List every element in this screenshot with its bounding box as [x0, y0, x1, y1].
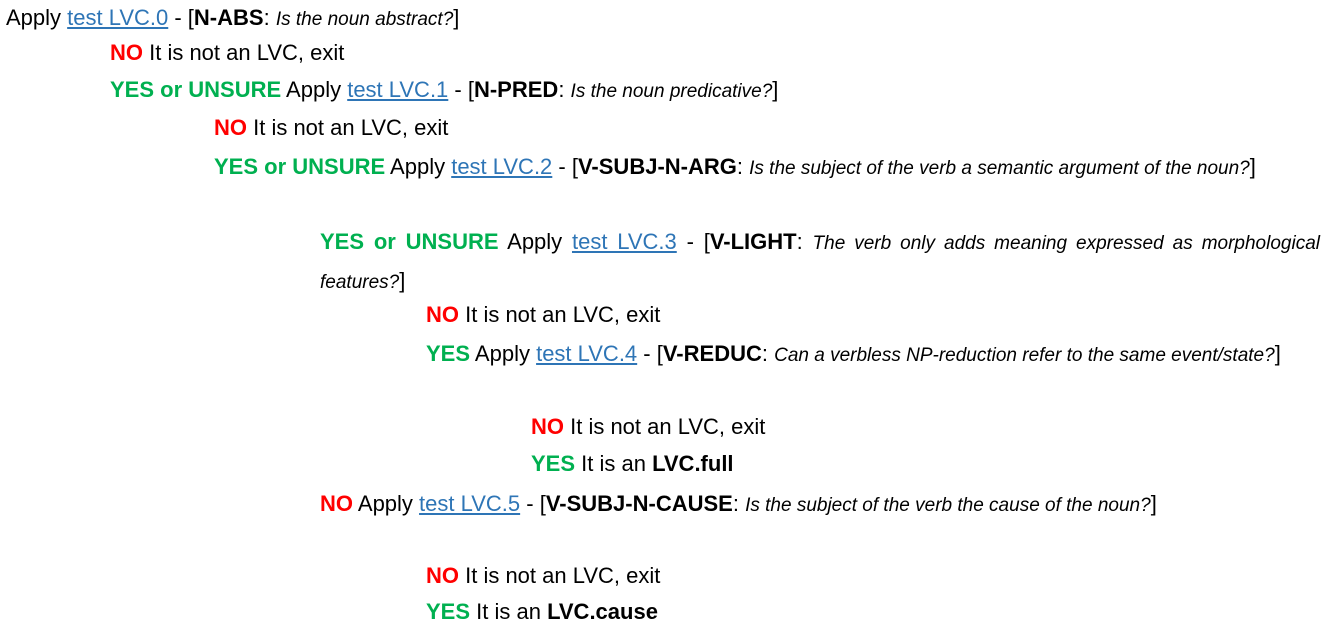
text: :: [558, 77, 571, 102]
yes-label: YES: [426, 341, 471, 366]
text: ]: [399, 268, 406, 293]
bold-term: V-SUBJ-N-CAUSE: [545, 491, 733, 516]
lvc1-yes-branch-test-lvc2: YES or UNSURE Apply test LVC.2 - [V-SUBJ…: [214, 148, 1320, 187]
text: Apply: [498, 229, 572, 254]
yes-label: YES or UNSURE: [110, 77, 282, 102]
text: Apply: [385, 154, 452, 179]
test-link[interactable]: test LVC.5: [419, 491, 521, 516]
text: It is not an LVC, exit: [459, 302, 661, 327]
text: Apply: [353, 491, 420, 516]
text: It is not an LVC, exit: [564, 414, 766, 439]
text: - [: [448, 77, 474, 102]
yes-label: YES or UNSURE: [214, 154, 386, 179]
test-question: Is the subject of the verb a semantic ar…: [749, 158, 1250, 179]
no-label: NO: [426, 302, 459, 327]
text: - [: [676, 229, 710, 254]
text: - [: [552, 154, 578, 179]
step-test-lvc0: Apply test LVC.0 - [N-ABS: Is the noun a…: [6, 3, 459, 35]
lvc4-no-branch: NO It is not an LVC, exit: [531, 412, 765, 442]
test-question: Is the subject of the verb the cause of …: [745, 495, 1151, 516]
text: - [: [637, 341, 663, 366]
lvc5-yes-result-lvc-cause: YES It is an LVC.cause: [426, 597, 658, 627]
test-question: Is the noun abstract?: [275, 9, 454, 30]
text: :: [732, 491, 746, 516]
text: ]: [1249, 154, 1256, 179]
text: ]: [1274, 341, 1281, 366]
bold-term: N-ABS: [193, 5, 264, 30]
yes-label: YES: [531, 451, 576, 476]
test-link[interactable]: test LVC.4: [536, 341, 638, 366]
text: It is not an LVC, exit: [247, 115, 449, 140]
text: Apply: [6, 5, 68, 30]
lvc2-no-branch-test-lvc5: NO Apply test LVC.5 - [V-SUBJ-N-CAUSE: I…: [320, 485, 1320, 524]
no-label: NO: [426, 563, 459, 588]
lvc0-no-branch: NO It is not an LVC, exit: [110, 38, 344, 68]
text: It is not an LVC, exit: [459, 563, 661, 588]
test-link[interactable]: test LVC.3: [571, 229, 677, 254]
lvc0-yes-branch-test-lvc1: YES or UNSURE Apply test LVC.1 - [N-PRED…: [110, 75, 778, 107]
text: :: [796, 229, 813, 254]
text: It is an: [470, 599, 548, 624]
lvc4-yes-result-lvc-full: YES It is an LVC.full: [531, 449, 734, 479]
text: ]: [453, 5, 460, 30]
text: - [: [520, 491, 546, 516]
text: It is not an LVC, exit: [143, 40, 345, 65]
bold-term: V-SUBJ-N-ARG: [577, 154, 737, 179]
test-question: Is the noun predicative?: [570, 81, 773, 102]
no-label: NO: [214, 115, 247, 140]
text: :: [761, 341, 775, 366]
test-question: Can a verbless NP-reduction refer to the…: [774, 345, 1275, 366]
text: ]: [1150, 491, 1157, 516]
lvc3-yes-branch-test-lvc4: YES Apply test LVC.4 - [V-REDUC: Can a v…: [426, 335, 1320, 374]
test-question: The verb only adds meaning expressed as …: [320, 233, 1320, 293]
text: ]: [772, 77, 779, 102]
test-link[interactable]: test LVC.2: [451, 154, 553, 179]
text: Apply: [470, 341, 537, 366]
lvc2-yes-branch-test-lvc3: YES or UNSURE Apply test LVC.3 - [V-LIGH…: [320, 223, 1320, 301]
bold-term: LVC.cause: [547, 599, 658, 624]
bold-term: V-REDUC: [662, 341, 762, 366]
no-label: NO: [110, 40, 143, 65]
test-link[interactable]: test LVC.0: [67, 5, 169, 30]
bold-term: N-PRED: [473, 77, 559, 102]
bold-term: V-LIGHT: [709, 229, 797, 254]
text: :: [736, 154, 750, 179]
lvc1-no-branch: NO It is not an LVC, exit: [214, 113, 448, 143]
text: It is an: [575, 451, 653, 476]
lvc3-no-branch: NO It is not an LVC, exit: [426, 300, 660, 330]
yes-label: YES: [426, 599, 471, 624]
text: :: [263, 5, 276, 30]
yes-label: YES or UNSURE: [320, 229, 499, 254]
test-link[interactable]: test LVC.1: [347, 77, 449, 102]
no-label: NO: [531, 414, 564, 439]
lvc5-no-branch: NO It is not an LVC, exit: [426, 561, 660, 591]
bold-term: LVC.full: [652, 451, 734, 476]
text: Apply: [281, 77, 348, 102]
no-label: NO: [320, 491, 353, 516]
text: - [: [168, 5, 194, 30]
